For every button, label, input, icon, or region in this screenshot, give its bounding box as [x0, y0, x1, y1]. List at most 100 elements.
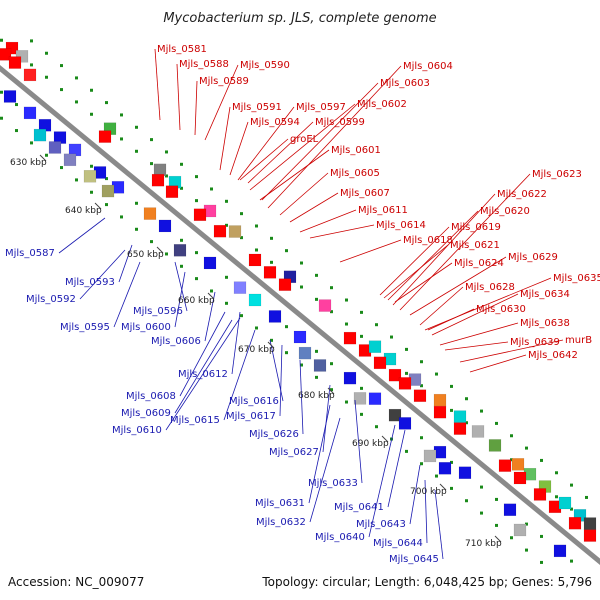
- gene-block: [343, 331, 357, 345]
- gene-block: [165, 185, 179, 198]
- tick-mark: [94, 202, 102, 210]
- guide-dot: [15, 103, 18, 107]
- gene-block: [453, 410, 467, 423]
- red-leader-line: [237, 106, 295, 181]
- gene-block: [471, 425, 485, 438]
- red-leader-line: [261, 82, 379, 201]
- red-leader-line: [259, 149, 330, 201]
- guide-dot: [510, 458, 513, 462]
- gene-block: [453, 422, 467, 435]
- gene-label-forward: Mjls_0642: [528, 350, 578, 361]
- guide-dot: [300, 261, 303, 265]
- gene-block: [248, 293, 262, 307]
- gene-block: [513, 523, 527, 537]
- gene-block: [143, 207, 157, 220]
- gene-block: [583, 529, 597, 542]
- guide-dot: [165, 252, 168, 256]
- guide-dot: [315, 273, 318, 277]
- guide-dot: [570, 507, 573, 511]
- gene-block: [458, 466, 472, 479]
- gene-block: [388, 408, 402, 422]
- guide-dot: [90, 112, 93, 116]
- gene-block: [23, 106, 37, 120]
- gene-label-forward: Mjls_0619: [451, 222, 501, 233]
- red-leader-line: [459, 339, 564, 363]
- gene-label-forward: Mjls_0607: [340, 188, 390, 199]
- red-leader-line: [439, 322, 519, 346]
- gene-label-reverse: Mjls_0592: [26, 294, 76, 305]
- gene-block: [423, 449, 437, 463]
- guide-dot: [540, 534, 543, 538]
- gene-block: [33, 128, 47, 142]
- gene-block: [553, 544, 567, 558]
- gene-label-forward: Mjls_0590: [240, 60, 290, 71]
- guide-dot: [255, 326, 258, 330]
- guide-dot: [180, 186, 183, 190]
- gene-label-reverse: Mjls_0606: [151, 336, 201, 347]
- gene-label-reverse: Mjls_0612: [178, 369, 228, 380]
- red-leader-line: [204, 64, 239, 141]
- gene-block: [101, 184, 115, 198]
- red-leader-line: [394, 262, 453, 303]
- gene-label-forward: Mjls_0605: [330, 168, 380, 179]
- tick-mark: [381, 435, 389, 443]
- guide-dot: [435, 474, 438, 478]
- guide-dot: [285, 351, 288, 355]
- guide-dot: [315, 297, 318, 301]
- guide-dot: [225, 199, 228, 203]
- guide-dot: [375, 425, 378, 429]
- gene-block: [413, 389, 427, 402]
- red-leader-line: [299, 209, 357, 233]
- gene-block: [151, 173, 165, 187]
- gene-label-reverse: Mjls_0644: [373, 538, 423, 549]
- guide-dot: [420, 384, 423, 388]
- tick-mark: [327, 387, 335, 395]
- gene-label-forward: Mjls_0594: [250, 117, 300, 128]
- gene-block: [353, 392, 367, 405]
- gene-label-reverse: Mjls_0593: [65, 277, 115, 288]
- tick-label: 680 kbp: [298, 391, 335, 401]
- guide-dot: [105, 101, 108, 105]
- red-leader-line: [267, 65, 402, 209]
- gene-label-reverse: Mjls_0587: [5, 248, 55, 259]
- guide-dot: [0, 90, 3, 94]
- label-leader-lines: [58, 48, 564, 560]
- guide-dot: [315, 349, 318, 353]
- guide-dot: [240, 212, 243, 216]
- gene-block: [213, 224, 227, 238]
- blue-leader-line: [79, 249, 126, 300]
- gene-label-forward: Mjls_0624: [454, 258, 504, 269]
- guide-dot: [540, 560, 543, 564]
- genome-summary-text: Topology: circular; Length: 6,048,425 bp…: [261, 575, 592, 589]
- gene-label-forward: Mjls_0599: [315, 117, 365, 128]
- red-leader-line: [431, 293, 519, 336]
- gene-block: [373, 356, 387, 370]
- guide-dot: [75, 178, 78, 182]
- guide-dot: [405, 347, 408, 351]
- gene-label-forward: Mjls_0634: [520, 289, 570, 300]
- guide-dot: [420, 462, 423, 466]
- guide-dot: [360, 386, 363, 390]
- gene-block: [313, 359, 327, 372]
- guide-dot: [225, 223, 228, 227]
- guide-dot: [390, 335, 393, 339]
- blue-leader-line: [231, 311, 241, 375]
- gene-block: [3, 90, 17, 103]
- guide-dot: [345, 400, 348, 404]
- gene-label-forward: murB: [565, 335, 592, 346]
- guide-dot: [165, 174, 168, 178]
- tick-label: 640 kbp: [65, 206, 102, 216]
- guide-dot: [105, 203, 108, 207]
- guide-dot: [195, 277, 198, 281]
- guide-dot: [480, 511, 483, 515]
- tick-mark: [207, 292, 215, 300]
- gene-label-forward: Mjls_0630: [476, 304, 526, 315]
- blue-leader-line: [174, 261, 188, 312]
- guide-dot: [360, 334, 363, 338]
- guide-dot: [75, 100, 78, 104]
- guide-dot: [555, 471, 558, 475]
- guide-dot: [480, 409, 483, 413]
- guide-dot: [495, 497, 498, 501]
- gene-label-forward: Mjls_0604: [403, 61, 453, 72]
